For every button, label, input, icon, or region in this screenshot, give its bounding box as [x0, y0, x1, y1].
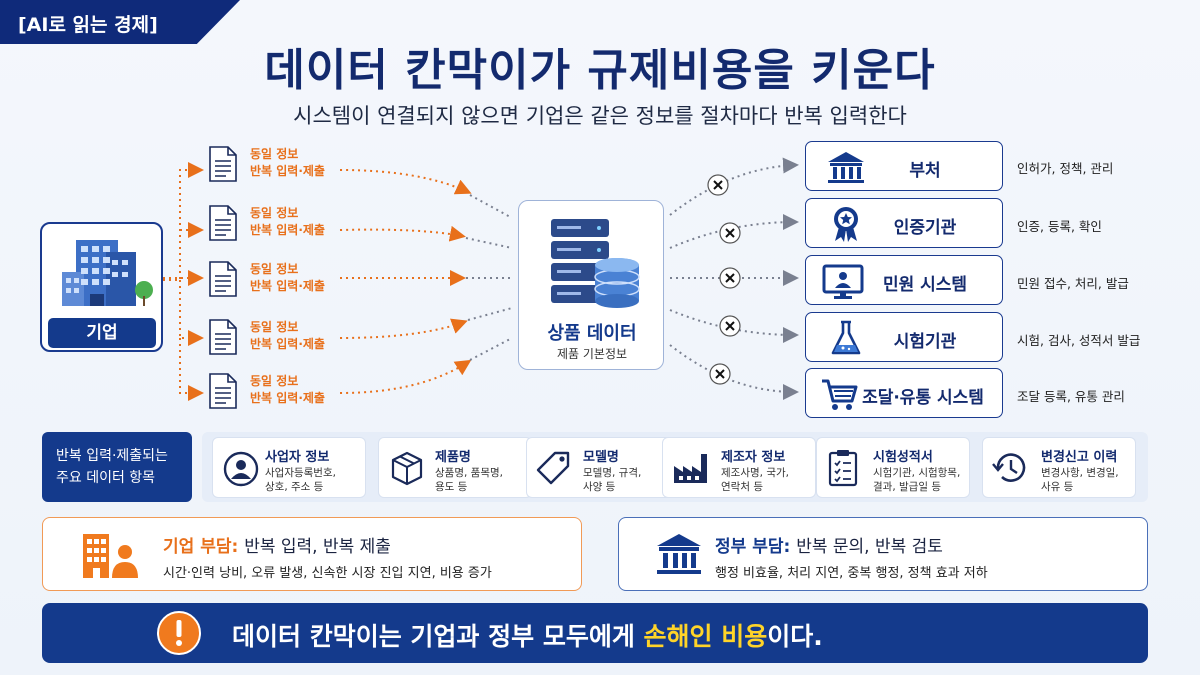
agency-desc: 인증, 등록, 확인: [1017, 219, 1102, 234]
data-item-model: 모델명 모델명, 규격,사양 등: [526, 437, 680, 498]
corporate-burden-subtitle: 반복 입력, 반복 제출: [244, 537, 391, 557]
data-item-product-name: 제품명 상품명, 품목명,용도 등: [378, 437, 532, 498]
box-icon: [391, 451, 423, 486]
product-data-title: 상품 데이터: [547, 323, 637, 344]
company-label: 기업: [48, 318, 156, 348]
corporate-burden-box: 기업 부담: 반복 입력, 반복 제출 시간·인력 낭비, 오류 발생, 신속한…: [42, 517, 582, 591]
document-icon: [209, 205, 237, 241]
agency-desc: 시험, 검사, 성적서 발급: [1017, 333, 1141, 348]
history-clock-icon: [992, 453, 1026, 482]
data-item-business: 사업자 정보 사업자등록번호,상호, 주소 등: [212, 437, 366, 498]
flow-connectors: [163, 157, 799, 401]
agency-certification: 인증기관: [805, 198, 1003, 248]
clipboard-icon: [828, 450, 858, 487]
warning-icon: [157, 611, 201, 655]
conclusion-text: 데이터 칸막이는 기업과 정부 모두에게 손해인 비용이다.: [232, 622, 823, 651]
person-icon: [223, 451, 259, 487]
data-item-test-report: 시험성적서 시험기관, 시험항목,결과, 발급일 등: [816, 437, 970, 498]
page-subtitle: 시스템이 연결되지 않으면 기업은 같은 정보를 절차마다 반복 입력한다: [293, 104, 907, 128]
conclusion-banner: 데이터 칸막이는 기업과 정부 모두에게 손해인 비용이다.: [42, 603, 1148, 663]
monitor-user-icon: [822, 264, 864, 299]
corporate-burden-desc: 시간·인력 낭비, 오류 발생, 신속한 시장 진입 지연, 비용 증가: [163, 566, 492, 581]
government-building-icon: [828, 152, 864, 183]
agency-civil-service: 민원 시스템: [805, 255, 1003, 305]
office-building-icon: [62, 240, 153, 306]
government-burden-desc: 행정 비효율, 처리 지연, 중복 행정, 정책 효과 저하: [715, 566, 988, 581]
tag-icon: [536, 451, 570, 485]
agency-ministry: 부처: [805, 141, 1003, 191]
product-data-box: 상품 데이터 제품 기본정보: [518, 200, 664, 370]
data-items-label: 반복 입력·제출되는 주요 데이터 항목: [42, 432, 192, 502]
product-data-subtitle: 제품 기본정보: [556, 347, 628, 361]
data-item-manufacturer: 제조자 정보 제조사명, 국가,연락처 등: [662, 437, 816, 498]
shopping-cart-icon: [822, 379, 858, 410]
data-item-change-history: 변경신고 이력 변경사항, 변경일,사유 등: [982, 437, 1136, 498]
document-icon: [209, 373, 237, 409]
company-people-icon: [83, 534, 138, 578]
document-icon: [209, 319, 237, 355]
blocked-x-icons: [707, 174, 741, 385]
agency-desc: 민원 접수, 처리, 발급: [1017, 276, 1129, 291]
agency-desc: 인허가, 정책, 관리: [1017, 161, 1114, 176]
government-burden-title: 정부 부담:: [715, 537, 791, 557]
agency-test-lab: 시험기관: [805, 312, 1003, 362]
document-icon: [209, 146, 237, 182]
database-server-icon: [551, 219, 640, 308]
government-building-icon: [657, 534, 701, 574]
government-burden-subtitle: 반복 문의, 반복 검토: [796, 537, 943, 557]
agency-desc: 조달 등록, 유통 관리: [1017, 389, 1125, 404]
corner-tag: [AI로 읽는 경제]: [0, 0, 240, 44]
corporate-burden-title: 기업 부담:: [163, 537, 239, 557]
factory-icon: [674, 454, 707, 483]
flask-icon: [831, 320, 861, 355]
page-title: 데이터 칸막이가 규제비용을 키운다: [264, 45, 936, 96]
document-icon: [209, 261, 237, 297]
government-burden-box: 정부 부담: 반복 문의, 반복 검토 행정 비효율, 처리 지연, 중복 행정…: [618, 517, 1148, 591]
certification-badge-icon: [834, 207, 858, 242]
agency-procurement: 조달·유통 시스템: [805, 368, 1003, 418]
